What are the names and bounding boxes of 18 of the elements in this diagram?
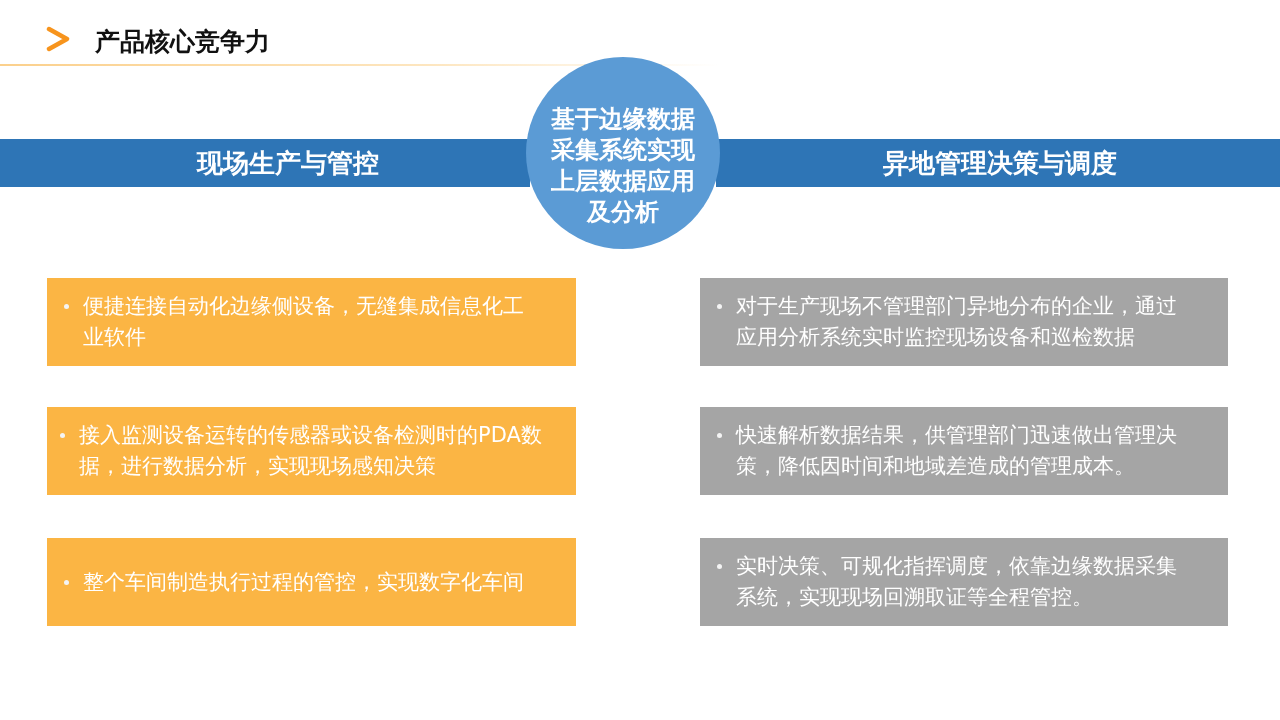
feature-text: 快速解析数据结果，供管理部门迅速做出管理决策，降低因时间和地域差造成的管理成本。 [736,422,1178,480]
feature-card [47,407,576,495]
feature-card [700,278,1228,366]
feature-card [47,278,576,366]
heading-band [716,139,1280,187]
band-heading-text: 异地管理决策与调度 [883,147,1117,180]
circle-text: 基于边缘数据采集系统实现上层数据应用及分析 [550,104,696,228]
feature-text: 便捷连接自动化边缘侧设备，无缝集成信息化工业软件 [83,293,525,351]
feature-text: 实时决策、可规化指挥调度，依靠边缘数据采集系统，实现现场回溯取证等全程管控。 [736,553,1178,611]
heading-band [0,139,530,187]
feature-card [47,538,576,626]
feature-card [700,407,1228,495]
feature-card [700,538,1228,626]
feature-text: 整个车间制造执行过程的管控，实现数字化车间 [83,568,525,596]
feature-text: 接入监测设备运转的传感器或设备检测时的PDA数据，进行数据分析，实现现场感知决策 [79,422,543,480]
feature-text: 对于生产现场不管理部门异地分布的企业，通过应用分析系统实时监控现场设备和巡检数据 [736,293,1178,351]
page-title: 产品核心竞争力 [95,26,270,58]
band-heading-text: 现场生产与管控 [196,147,379,180]
